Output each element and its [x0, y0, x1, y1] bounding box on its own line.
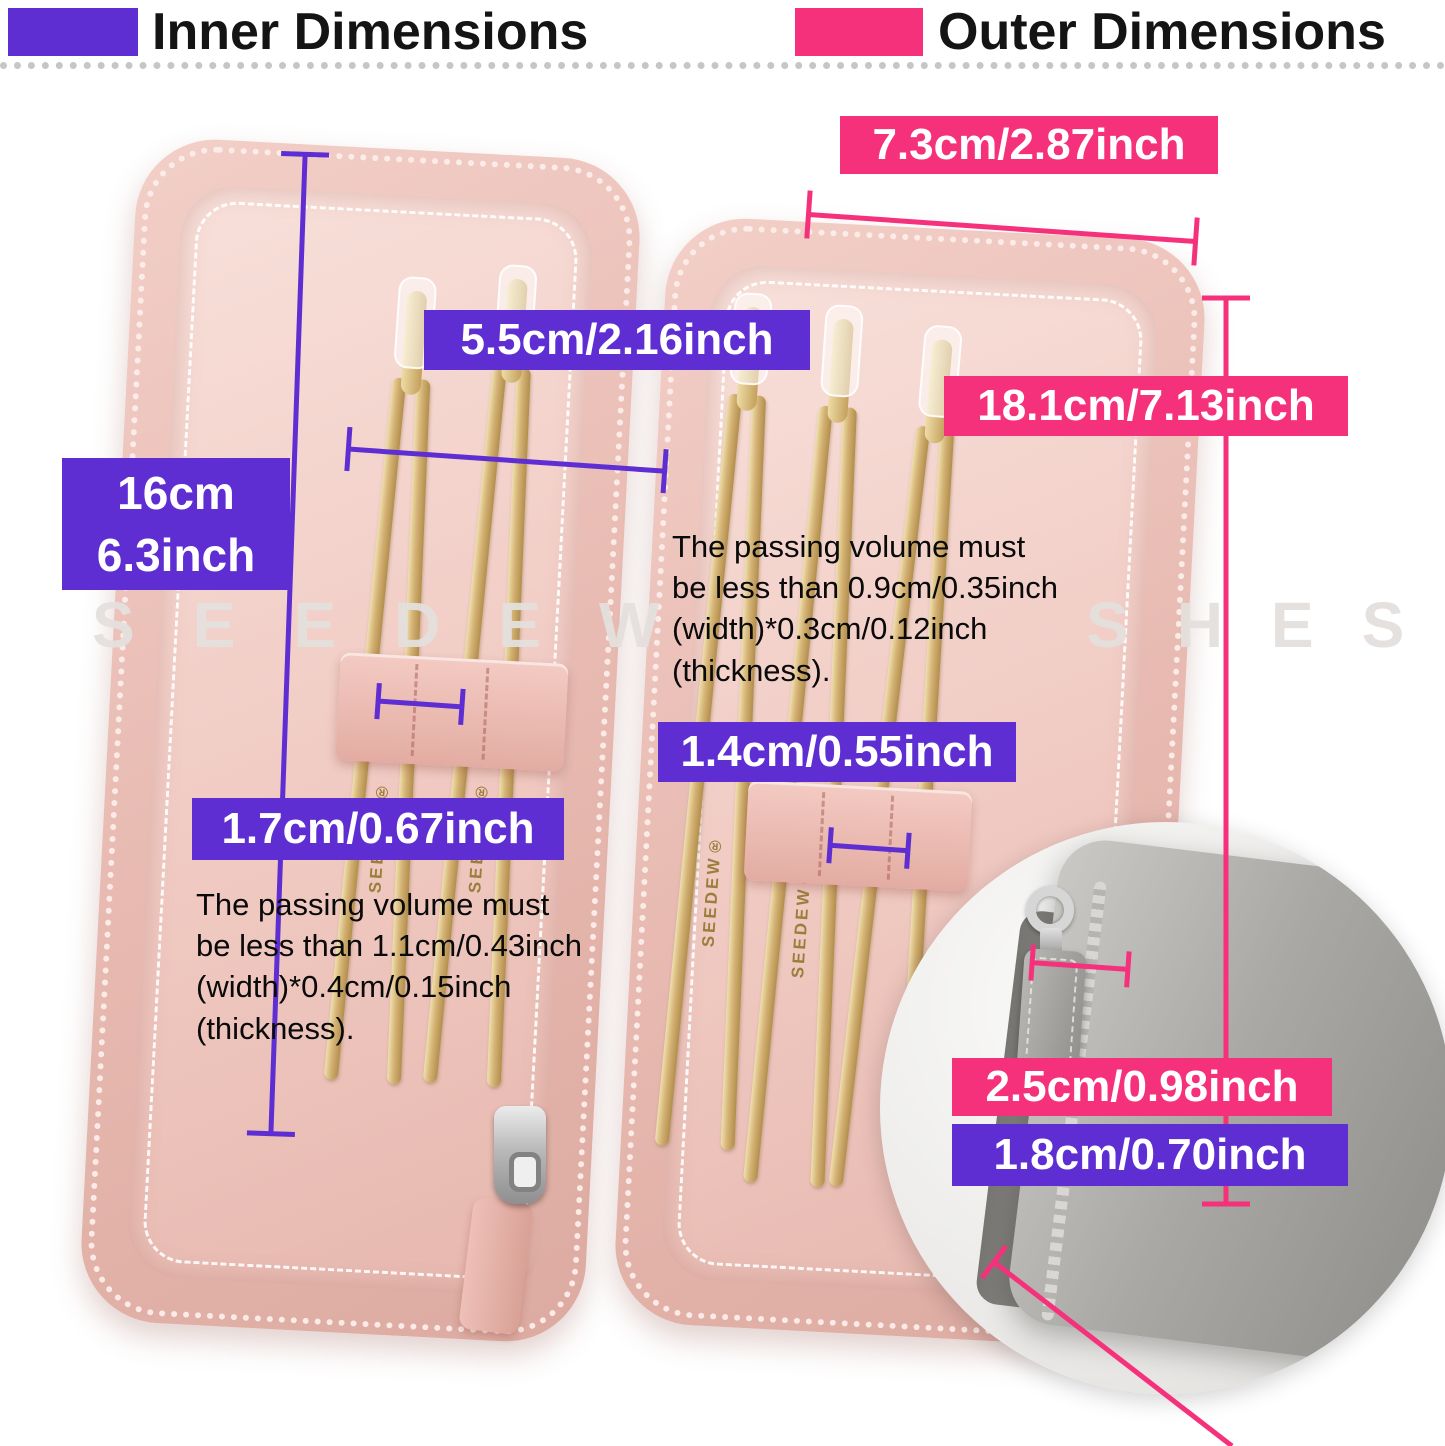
strap-stitch	[410, 664, 419, 757]
tweezer-brand-label: SEEDEW®	[698, 833, 726, 948]
left-slot-badge: 1.7cm/0.67inch	[192, 798, 564, 860]
tweezer-tip-cover	[819, 303, 865, 399]
outer-height-badge: 18.1cm/7.13inch	[944, 376, 1348, 436]
inner-dimensions-label: Inner Dimensions	[152, 3, 589, 61]
right-elastic-strap	[743, 780, 973, 892]
inner-height-badge: 16cm 6.3inch	[62, 458, 290, 590]
strap-stitch	[817, 792, 826, 877]
left-passing-volume-note: The passing volume must be less than 1.1…	[196, 887, 583, 1046]
inner-width-badge: 5.5cm/2.16inch	[424, 310, 810, 370]
strap-stitch	[887, 795, 895, 880]
left-elastic-strap	[335, 652, 569, 772]
zipper-slider	[494, 1106, 546, 1204]
inset-zipper-ring	[1026, 886, 1074, 934]
outer-width-badge: 7.3cm/2.87inch	[840, 116, 1218, 174]
watermark-right: SHES	[1086, 589, 1445, 661]
inset-width-badge: 2.5cm/0.98inch	[952, 1058, 1332, 1116]
right-passing-volume-note: The passing volume must be less than 0.9…	[672, 529, 1059, 688]
outer-dimensions-swatch	[795, 8, 923, 56]
watermark-left: SEEDEW	[92, 589, 718, 661]
right-slot-badge: 1.4cm/0.55inch	[658, 722, 1016, 782]
strap-stitch	[481, 667, 490, 760]
inner-dimensions-swatch	[8, 8, 138, 56]
dotted-divider	[0, 62, 1445, 69]
inset-thickness-badge: 1.8cm/0.70inch	[952, 1124, 1348, 1186]
outer-dimensions-label: Outer Dimensions	[938, 3, 1386, 61]
